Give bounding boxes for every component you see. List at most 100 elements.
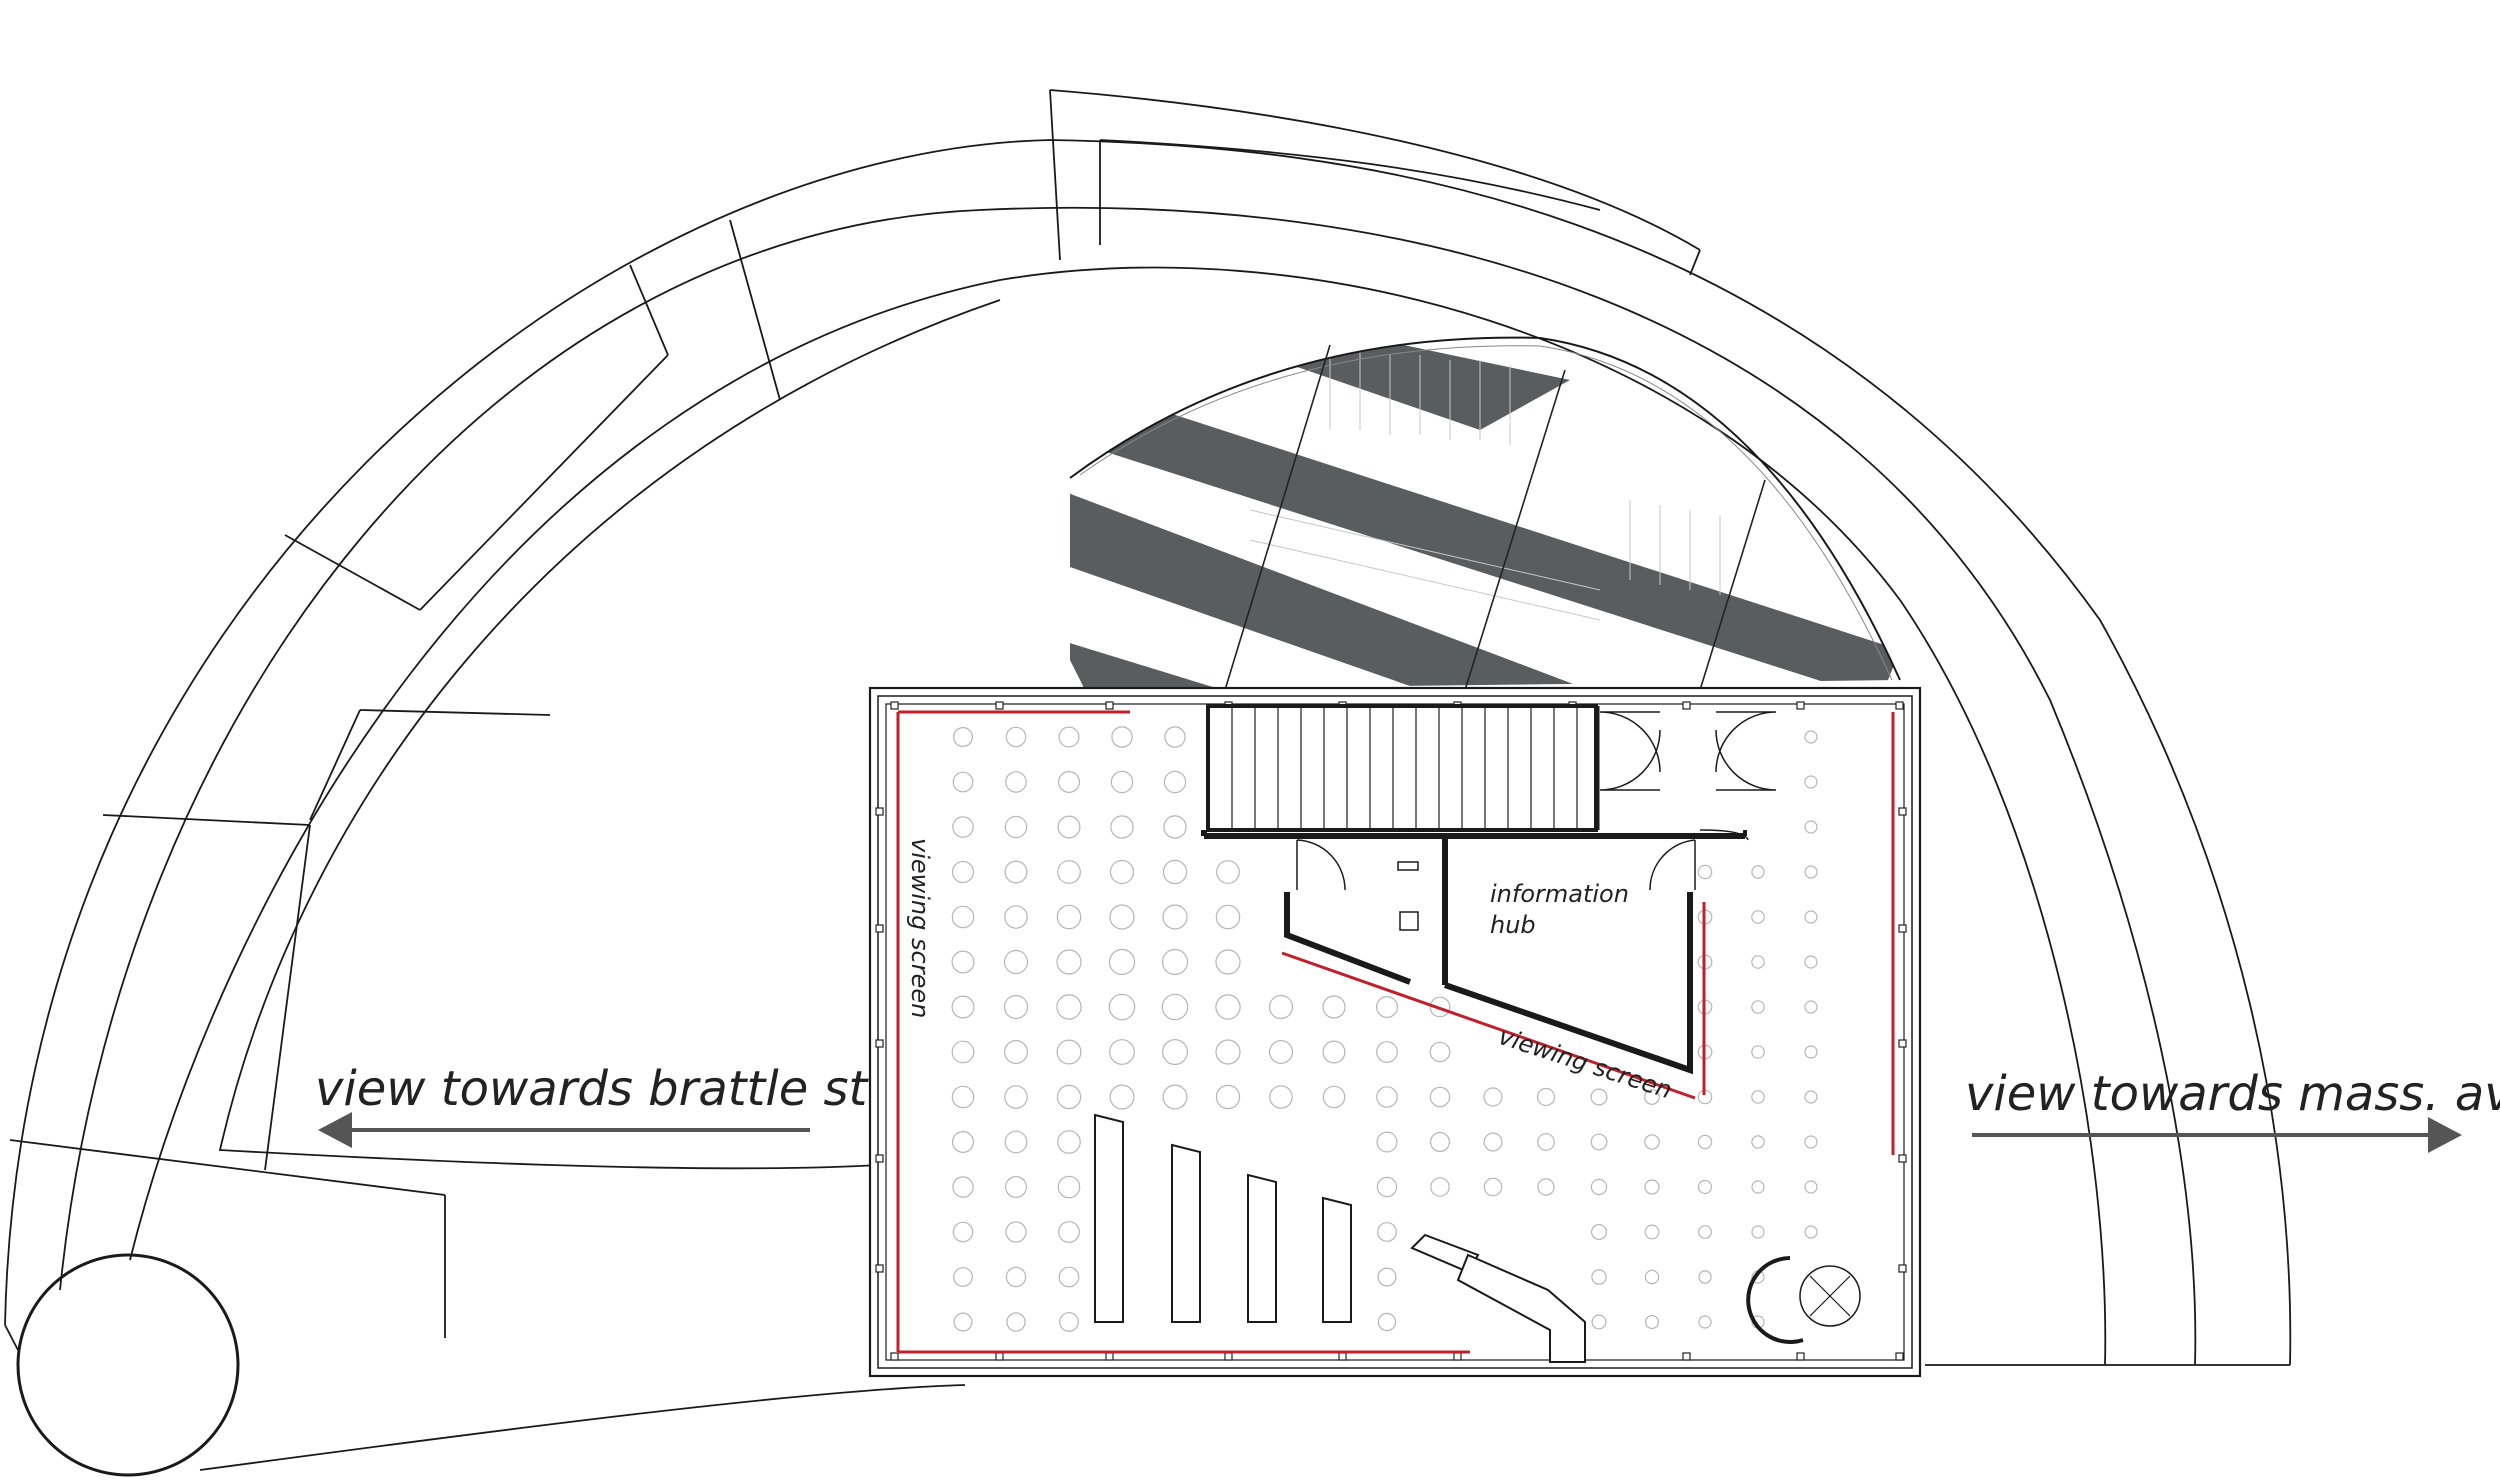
floor-perforation: [1590, 1178, 1608, 1196]
floor-perforation: [1751, 1135, 1765, 1149]
floor-perforation: [1059, 1312, 1079, 1332]
main-staircase: [1206, 704, 1598, 832]
floor-perforation: [1430, 1177, 1450, 1197]
floor-perforation: [1322, 1085, 1346, 1109]
floor-perforation: [1057, 815, 1081, 839]
floor-perforation: [1057, 860, 1081, 884]
floor-perforation: [1644, 1269, 1660, 1285]
floor-perforation: [1057, 1130, 1081, 1154]
floor-perforation: [1429, 1086, 1451, 1108]
floor-perforation: [952, 771, 974, 793]
floor-perforation: [952, 1176, 974, 1198]
floor-perforation: [1003, 949, 1029, 975]
floor-perforation: [951, 905, 975, 929]
floor-perforation: [1109, 1084, 1135, 1110]
floor-perforation: [951, 1085, 975, 1109]
floor-perforation: [1056, 994, 1082, 1020]
floor-perforation: [1697, 1179, 1713, 1195]
floor-perforation: [1269, 1085, 1293, 1109]
floor-perforation: [1483, 1087, 1503, 1107]
floor-perforation: [1005, 1266, 1027, 1288]
floor-perforation: [1698, 1225, 1712, 1239]
floor-perforation: [951, 950, 975, 974]
floor-perforation: [1751, 1090, 1765, 1104]
floor-perforation: [1590, 1088, 1608, 1106]
floor-perforation: [953, 1267, 973, 1287]
floor-perforation: [1004, 905, 1028, 929]
floor-perforation: [1537, 1133, 1555, 1151]
screen-diagonal: [1281, 951, 1696, 1100]
second-arc: [59, 206, 2197, 1366]
floor-perforation: [1377, 1222, 1397, 1242]
view-brattle-label: view towards brattle st: [315, 1061, 870, 1117]
floor-perforation: [1164, 726, 1186, 748]
site-arcs: [4, 89, 2292, 1471]
floor-perforation: [1005, 1221, 1027, 1243]
info-hub-label: information: [1490, 880, 1629, 908]
floor-perforation: [953, 1312, 973, 1332]
arrow-left-icon: [318, 1112, 810, 1148]
floor-perforation: [1058, 1266, 1080, 1288]
floor-perforation: [1644, 1314, 1659, 1329]
floor-perforation: [1056, 904, 1082, 930]
floor-perforation: [952, 816, 974, 838]
floor-perforation: [1004, 815, 1028, 839]
floor-perforation: [1644, 1179, 1660, 1195]
floor-perforation: [1804, 1000, 1818, 1014]
door-swings: [1296, 711, 1777, 931]
floor-perforation: [1215, 1039, 1241, 1065]
view-mass-ave-label: view towards mass. ave: [1965, 1066, 2500, 1122]
floor-perforation: [1109, 859, 1135, 885]
floor-perforation: [1110, 770, 1134, 794]
floor-perforation: [1005, 771, 1027, 793]
floor-perforation: [1056, 1084, 1082, 1110]
floor-perforation: [951, 995, 975, 1019]
floor-perforation: [1377, 1267, 1397, 1287]
floor-perforation: [1804, 775, 1818, 789]
third-arc: [129, 266, 2107, 1366]
floor-perforation: [1751, 1000, 1765, 1014]
floor-perforation: [1804, 730, 1818, 744]
floor-perforation: [952, 1221, 974, 1243]
floor-perforation: [1804, 820, 1818, 834]
viewing-screen-left-label: viewing screen: [906, 838, 934, 1018]
core-walls: [1201, 706, 1747, 1075]
floor-perforation: [1004, 1085, 1028, 1109]
info-hub-label-2: hub: [1490, 911, 1536, 939]
outer-arc: [4, 139, 2292, 1366]
floor-perforation: [1751, 1045, 1765, 1059]
floor-perforation: [1751, 1225, 1765, 1239]
floor-perforation: [1804, 1135, 1818, 1149]
floor-perforation: [1429, 1131, 1450, 1152]
floor-perforation: [1483, 1177, 1503, 1197]
corner-rotunda: [16, 1253, 240, 1477]
floor-perforation: [1804, 1180, 1818, 1194]
floor-perforation: [1322, 995, 1346, 1019]
floor-perforation: [951, 1040, 975, 1064]
floor-perforation: [1751, 865, 1765, 879]
viewing-screens: [896, 710, 1895, 1354]
floor-perforation: [1108, 993, 1136, 1021]
floor-perforation: [1697, 864, 1713, 880]
floor-perforation: [1111, 726, 1133, 748]
floor-perforation: [1376, 1086, 1398, 1108]
floor-perforation: [1376, 1131, 1398, 1153]
floor-perforation: [1057, 1175, 1081, 1199]
floor-perforation: [1591, 1269, 1607, 1285]
floor-perforation: [1056, 1039, 1082, 1065]
floor-perforation: [1215, 1084, 1241, 1110]
floor-perforation: [951, 860, 975, 884]
floor-perforation: [1804, 1225, 1818, 1239]
floor-perforation: [1004, 860, 1028, 884]
floor-perforation: [1751, 955, 1765, 969]
elevator-icon: [1746, 1256, 1861, 1344]
display-panels: [1094, 1113, 1352, 1323]
floor-perforation: [1004, 1175, 1027, 1198]
floor-perforation: [1751, 910, 1765, 924]
floor-perforation: [1110, 815, 1134, 839]
floor-perforation: [1376, 1041, 1398, 1063]
floor-perforation: [1590, 1223, 1607, 1240]
floor-perforation: [1003, 994, 1029, 1020]
floor-perforation: [1536, 1087, 1556, 1107]
